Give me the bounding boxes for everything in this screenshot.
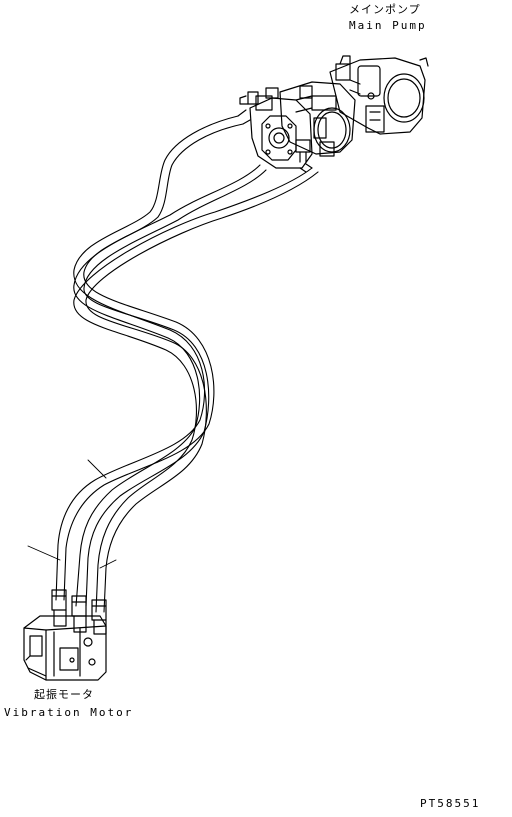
hose-2 (73, 164, 267, 607)
hydraulic-hoses (55, 109, 319, 613)
pump-section-rear (329, 55, 429, 135)
leader-line-right (99, 559, 117, 569)
main-pump-label-jp: メインポンプ (349, 3, 421, 16)
hose-1 (55, 115, 244, 601)
main-pump-assembly (239, 55, 429, 169)
vibration-motor-label-en: Vibration Motor (4, 706, 134, 719)
pump-section-front (239, 87, 313, 169)
figure-code: PT58551 (420, 797, 481, 810)
vibration-motor-label-jp: 起振モータ (34, 688, 94, 701)
leader-lines (27, 459, 117, 569)
pump-section-middle (279, 81, 356, 157)
leader-line-hose (87, 459, 107, 479)
main-pump-label-en: Main Pump (349, 19, 427, 32)
hose-3 (73, 167, 319, 613)
vibration-motor (23, 615, 107, 681)
leader-line-left (27, 545, 61, 561)
